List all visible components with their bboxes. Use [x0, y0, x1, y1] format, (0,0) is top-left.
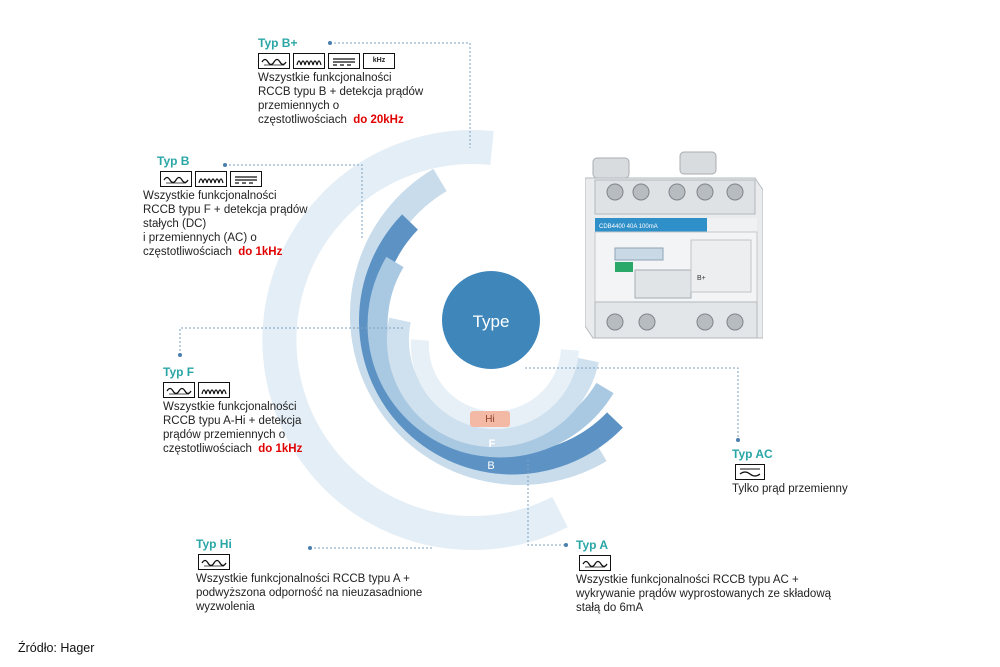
pulsating-dc-icon	[195, 171, 227, 187]
type-a-title: Typ A	[576, 538, 608, 552]
type-f-icons	[163, 382, 318, 398]
type-b-icons	[160, 171, 311, 187]
ac-sine-icon	[579, 555, 611, 571]
type-b-line-4: i przemiennych (AC) o	[143, 232, 257, 244]
type-b-highlight: do 1kHz	[238, 246, 283, 258]
type-ac-title: Typ AC	[732, 447, 773, 461]
pulsating-dc-icon	[198, 382, 230, 398]
type-hi-title: Typ Hi	[196, 537, 232, 551]
type-b-line-2: RCCB typu F + detekcja prądów	[143, 204, 308, 216]
ac-sine-icon	[198, 554, 230, 570]
type-bplus-highlight: do 20kHz	[353, 114, 404, 126]
type-bplus-line-4: częstotliwościach do 20kHz	[258, 113, 428, 127]
ac-sine-icon	[160, 171, 192, 187]
ring-bplus	[262, 130, 568, 550]
type-f-highlight: do 1kHz	[258, 443, 303, 455]
svg-text:CDB4400 40A 100mA: CDB4400 40A 100mA	[599, 224, 658, 230]
type-hi-line-3: wyzwolenia	[196, 601, 255, 613]
ac-sine-icon	[258, 53, 290, 69]
type-a-line-1: Wszystkie funkcjonalności RCCB typu AC +	[576, 574, 799, 586]
type-a-line-2: wykrywanie prądów wyprostowanych ze skła…	[576, 588, 832, 600]
ac-sine-icon	[163, 382, 195, 398]
pulsating-dc-icon	[293, 53, 325, 69]
type-ac-line-1: Tylko prąd przemienny	[732, 483, 848, 495]
ring-label-ac: AC	[483, 372, 499, 384]
type-f-line-4: częstotliwościach do 1kHz	[163, 442, 318, 456]
type-b-line-5: częstotliwościach do 1kHz	[143, 245, 311, 259]
type-bplus-line-3: przemiennych o	[258, 100, 340, 112]
type-f-block: Typ F Wszystkie funkcjonalności RCCB typ…	[163, 365, 318, 456]
type-bplus-line-2: RCCB typu B + detekcja prądów	[258, 86, 424, 98]
type-b-freq-label: częstotliwościach	[143, 246, 232, 258]
center-label: Type	[473, 312, 510, 331]
type-hi-line-1: Wszystkie funkcjonalności RCCB typu A +	[196, 573, 410, 585]
ring-label-bplus: B+	[484, 483, 498, 495]
type-f-line-3: prądów przemiennych o	[163, 429, 286, 441]
type-a-icons	[579, 555, 862, 571]
type-f-line-1: Wszystkie funkcjonalności	[163, 401, 297, 413]
type-bplus-title: Typ B+	[258, 36, 298, 50]
type-hi-block: Typ Hi Wszystkie funkcjonalności RCCB ty…	[196, 537, 436, 614]
connector-dots	[178, 41, 740, 550]
rccb-device-image: CDB4400 40A 100mA B+	[584, 150, 764, 345]
hi-badge	[470, 411, 510, 427]
type-bplus-block: Typ B+ kHz Wszystkie funkcjonalności RCC…	[258, 36, 428, 127]
type-bplus-line-1: Wszystkie funkcjonalności	[258, 72, 392, 84]
type-b-title: Typ B	[157, 154, 190, 168]
type-b-line-3: stałych (DC)	[143, 218, 207, 230]
source-caption: Źródło: Hager	[18, 641, 95, 655]
type-a-line-3: stałą do 6mA	[576, 602, 644, 614]
ac-tilde-icon	[735, 464, 765, 480]
type-ac-block: Typ AC Tylko prąd przemienny	[732, 447, 902, 496]
type-a-block: Typ A Wszystkie funkcjonalności RCCB typ…	[576, 538, 862, 615]
type-center-circle	[442, 271, 540, 369]
type-f-title: Typ F	[163, 365, 195, 379]
type-b-line-1: Wszystkie funkcjonalności	[143, 190, 277, 202]
smooth-dc-icon	[230, 171, 262, 187]
type-ac-icons	[735, 464, 902, 480]
type-bplus-freq-label: częstotliwościach	[258, 114, 347, 126]
type-hi-line-2: podwyższona odporność na nieuzasadnione	[196, 587, 423, 599]
type-f-line-2: RCCB typu A-Hi + detekcja	[163, 415, 302, 427]
smooth-dc-icon	[328, 53, 360, 69]
type-bplus-icons: kHz	[258, 53, 428, 69]
type-hi-icons	[198, 554, 436, 570]
connector-lines	[179, 42, 739, 549]
type-f-freq-label: częstotliwościach	[163, 443, 252, 455]
ring-label-hi: Hi	[485, 414, 495, 425]
ring-label-b: B	[487, 460, 495, 472]
ring-label-a: A	[487, 394, 495, 406]
svg-text:B+: B+	[697, 275, 706, 282]
ring-label-f: F	[488, 438, 496, 450]
khz-icon: kHz	[363, 53, 395, 69]
ring-a	[386, 317, 599, 448]
type-b-block: Typ B Wszystkie funkcjonalności RCCB typ…	[143, 154, 311, 259]
